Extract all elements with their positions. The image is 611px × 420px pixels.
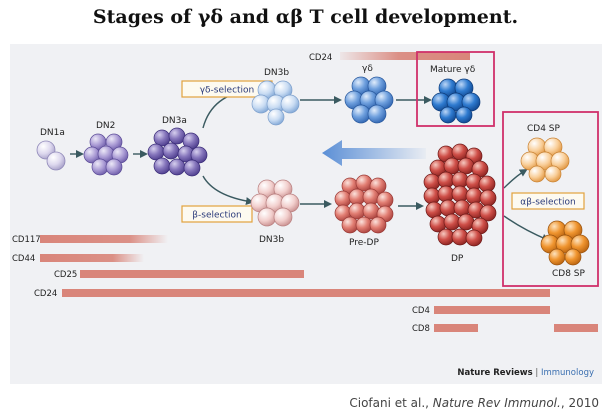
label-gd: γδ bbox=[362, 64, 373, 74]
beta-selection-label: β-selection bbox=[192, 211, 241, 221]
label-mature-gd: Mature γδ bbox=[430, 65, 476, 75]
dn3a-cells bbox=[147, 127, 208, 177]
dn3b-ab-cells bbox=[250, 179, 300, 227]
pre-dp-cells bbox=[334, 174, 394, 234]
cd8sp-cells bbox=[540, 220, 590, 266]
big-left-arrow bbox=[322, 140, 426, 166]
cd24-bar bbox=[62, 289, 550, 297]
citation-authors: Ciofani et al., bbox=[349, 396, 433, 410]
label-dn3b-gd: DN3b bbox=[264, 68, 289, 78]
cd8-bar-dp bbox=[434, 324, 478, 332]
cd24-label: CD24 bbox=[34, 289, 57, 299]
label-pre-dp: Pre-DP bbox=[349, 238, 379, 248]
label-cd4sp: CD4 SP bbox=[527, 124, 561, 134]
dp-cells bbox=[423, 143, 497, 247]
figure-title: Stages of γδ and αβ T cell development. bbox=[92, 6, 519, 28]
ab-selection-label: αβ-selection bbox=[520, 198, 575, 208]
journal-section: Immunology bbox=[541, 368, 594, 378]
cd8-bar-sp bbox=[554, 324, 598, 332]
beta-selection-box: β-selection bbox=[181, 205, 253, 223]
label-dn3b-ab: DN3b bbox=[259, 235, 284, 245]
cd44-bar bbox=[40, 254, 144, 262]
label-dn2: DN2 bbox=[96, 121, 115, 131]
label-cd8sp: CD8 SP bbox=[552, 269, 586, 279]
cd117-bar bbox=[40, 235, 168, 243]
cd24-top-bar bbox=[340, 52, 470, 60]
label-dn1a: DN1a bbox=[40, 128, 65, 138]
t-cell-development-diagram: CD24 γδ-selection β-selection αβ-selecti… bbox=[12, 51, 599, 378]
mature-gd-highlight-box bbox=[416, 51, 495, 127]
cd4sp-cells bbox=[520, 137, 570, 183]
ab-selection-box: αβ-selection bbox=[511, 192, 585, 210]
citation-year: , 2010 bbox=[560, 396, 599, 410]
citation-journal: Nature Rev Immunol. bbox=[432, 396, 561, 410]
mature-gd-cells bbox=[431, 78, 481, 124]
cd25-label: CD25 bbox=[54, 270, 77, 280]
cd24-top-label: CD24 bbox=[309, 53, 332, 63]
cd8-label: CD8 bbox=[412, 324, 430, 334]
dn2-cells bbox=[83, 133, 129, 176]
cd4-bar bbox=[434, 306, 550, 314]
journal-credit: Nature Reviews | Immunology bbox=[457, 368, 594, 378]
gd-selection-box: γδ-selection bbox=[181, 80, 273, 98]
marker-bars bbox=[40, 235, 598, 332]
citation-caption: Ciofani et al., Nature Rev Immunol., 201… bbox=[349, 396, 599, 410]
gd-cells bbox=[344, 76, 394, 124]
dn1a-cells bbox=[36, 140, 66, 171]
gd-selection-label: γδ-selection bbox=[200, 86, 255, 96]
cd44-label: CD44 bbox=[12, 254, 35, 264]
journal-separator: | bbox=[533, 368, 541, 378]
cd25-bar bbox=[80, 270, 304, 278]
journal-name: Nature Reviews bbox=[457, 368, 532, 378]
sp-highlight-box bbox=[502, 111, 599, 287]
cd4-label: CD4 bbox=[412, 306, 430, 316]
label-dn3a: DN3a bbox=[162, 116, 187, 126]
label-dp: DP bbox=[451, 254, 464, 264]
cd117-label: CD117 bbox=[12, 235, 41, 245]
dn3b-gd-cells bbox=[251, 80, 300, 126]
